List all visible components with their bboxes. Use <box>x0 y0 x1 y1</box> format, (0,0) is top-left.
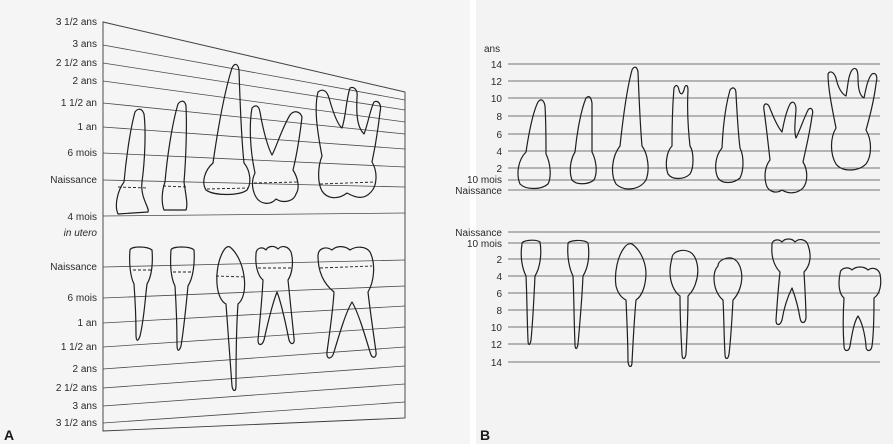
panel-b-lower-label-4: 4 <box>496 272 502 283</box>
panel-b-label-6: 6 <box>496 130 502 141</box>
panel-a-lower-label-3-5-years: 3 1/2 ans <box>56 418 97 429</box>
panel-b-label-10-months: 10 mois <box>467 175 502 186</box>
panel-b-label-10: 10 <box>491 94 503 105</box>
panel-b-unit-label: ans <box>484 44 500 55</box>
panel-a-label-2-years: 2 ans <box>73 76 97 87</box>
panel-a-lower-label-2-5-years: 2 1/2 ans <box>56 383 97 394</box>
panel-b-lower-label-12: 12 <box>491 340 503 351</box>
panel-a-label-3-years: 3 ans <box>73 39 97 50</box>
panel-a-lower-label-1-5-years: 1 1/2 an <box>61 342 97 353</box>
panel-b-lower-label-10: 10 <box>491 323 503 334</box>
panel-b-label-8: 8 <box>496 112 502 123</box>
panel-a-lower-label-birth: Naissance <box>50 262 97 273</box>
panel-b-lower-label-8: 8 <box>496 306 502 317</box>
panel-a-label-3-5-years: 3 1/2 ans <box>56 17 97 28</box>
panel-b-lower-label-2: 2 <box>496 255 502 266</box>
panel-a-label-birth: Naissance <box>50 175 97 186</box>
panel-b-background <box>476 0 893 444</box>
panel-a-label-1-5-years: 1 1/2 an <box>61 98 97 109</box>
panel-a-label-2-5-years: 2 1/2 ans <box>56 58 97 69</box>
panel-b-label-14: 14 <box>491 60 503 71</box>
panel-a-label-in-utero: in utero <box>64 228 98 239</box>
panel-b-letter: B <box>480 427 490 443</box>
panel-a-label-1-year: 1 an <box>78 122 97 133</box>
panel-b-lower-label-6: 6 <box>496 289 502 300</box>
panel-a-letter: A <box>4 427 14 443</box>
panel-b-lower-label-10-months: 10 mois <box>467 239 502 250</box>
panel-a-label-4-months: 4 mois <box>68 212 97 223</box>
panel-b-lower-label-14: 14 <box>491 358 503 369</box>
panel-a-label-6-months: 6 mois <box>68 148 97 159</box>
panel-b-label-12: 12 <box>491 77 503 88</box>
panel-a-lower-label-6-months: 6 mois <box>68 293 97 304</box>
panel-a-lower-label-1-year: 1 an <box>78 318 97 329</box>
panel-a-lower-label-3-years: 3 ans <box>73 401 97 412</box>
panel-b-label-4: 4 <box>496 147 502 158</box>
panel-b-label-birth: Naissance <box>455 186 502 197</box>
panel-b-lower-label-birth: Naissance <box>455 228 502 239</box>
panel-b-label-2: 2 <box>496 164 502 175</box>
panel-a-lower-label-2-years: 2 ans <box>73 364 97 375</box>
